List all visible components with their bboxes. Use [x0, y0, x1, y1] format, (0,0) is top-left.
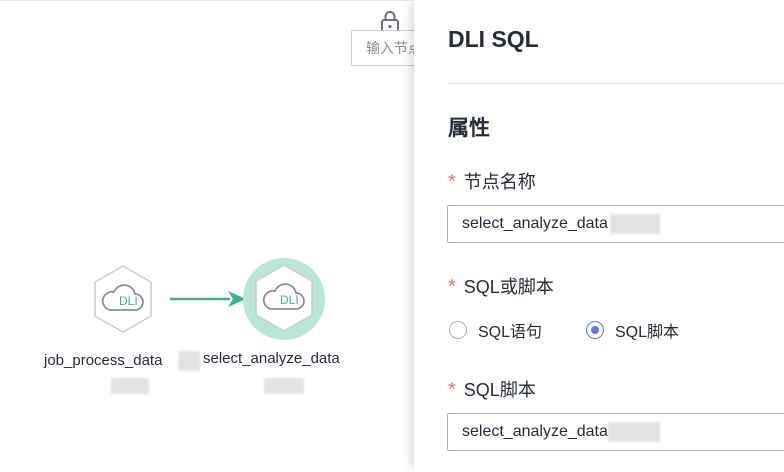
panel-title: DLI SQL — [448, 26, 539, 52]
field-label-sql-script: *SQL脚本 — [448, 379, 536, 401]
radio-sql-statement[interactable]: SQL语句 — [449, 318, 542, 342]
radio-circle-checked[interactable] — [586, 321, 604, 339]
dli-type-label: DLI — [280, 293, 299, 307]
redacted-mark — [264, 378, 304, 394]
required-mark: * — [448, 171, 456, 193]
section-title-properties: 属性 — [448, 117, 490, 140]
redacted-mark — [111, 378, 149, 394]
dli-type-label: DLI — [119, 294, 138, 308]
field-label-sql-or-script: *SQL或脚本 — [448, 276, 554, 298]
node-select-analyze-data[interactable]: DLI — [241, 257, 327, 341]
required-mark: * — [448, 276, 456, 298]
dag-canvas[interactable]: DLI job_process_data DLI select_analyze_… — [0, 0, 431, 472]
node-name-input[interactable]: select_analyze_data — [447, 205, 784, 243]
panel-divider — [448, 83, 784, 84]
sql-script-input[interactable]: select_analyze_data — [447, 413, 784, 451]
node-label-job-process-data: job_process_data — [44, 352, 163, 369]
edge-arrow[interactable] — [168, 288, 248, 310]
field-label-node-name: *节点名称 — [448, 171, 536, 193]
radio-sql-script[interactable]: SQL脚本 — [586, 318, 679, 342]
radio-circle[interactable] — [449, 321, 467, 339]
redacted-mark — [610, 214, 660, 234]
redacted-mark — [178, 351, 200, 371]
cloud-icon — [262, 283, 305, 310]
properties-panel: DLI SQL 属性 *节点名称 select_analyze_data *SQ… — [414, 0, 784, 472]
cloud-icon — [101, 284, 144, 311]
node-label-select-analyze-data: select_analyze_data — [203, 350, 340, 367]
node-job-process-data[interactable]: DLI — [88, 264, 158, 334]
canvas-top-border — [0, 0, 414, 1]
redacted-mark — [608, 422, 660, 442]
required-mark: * — [448, 379, 456, 401]
